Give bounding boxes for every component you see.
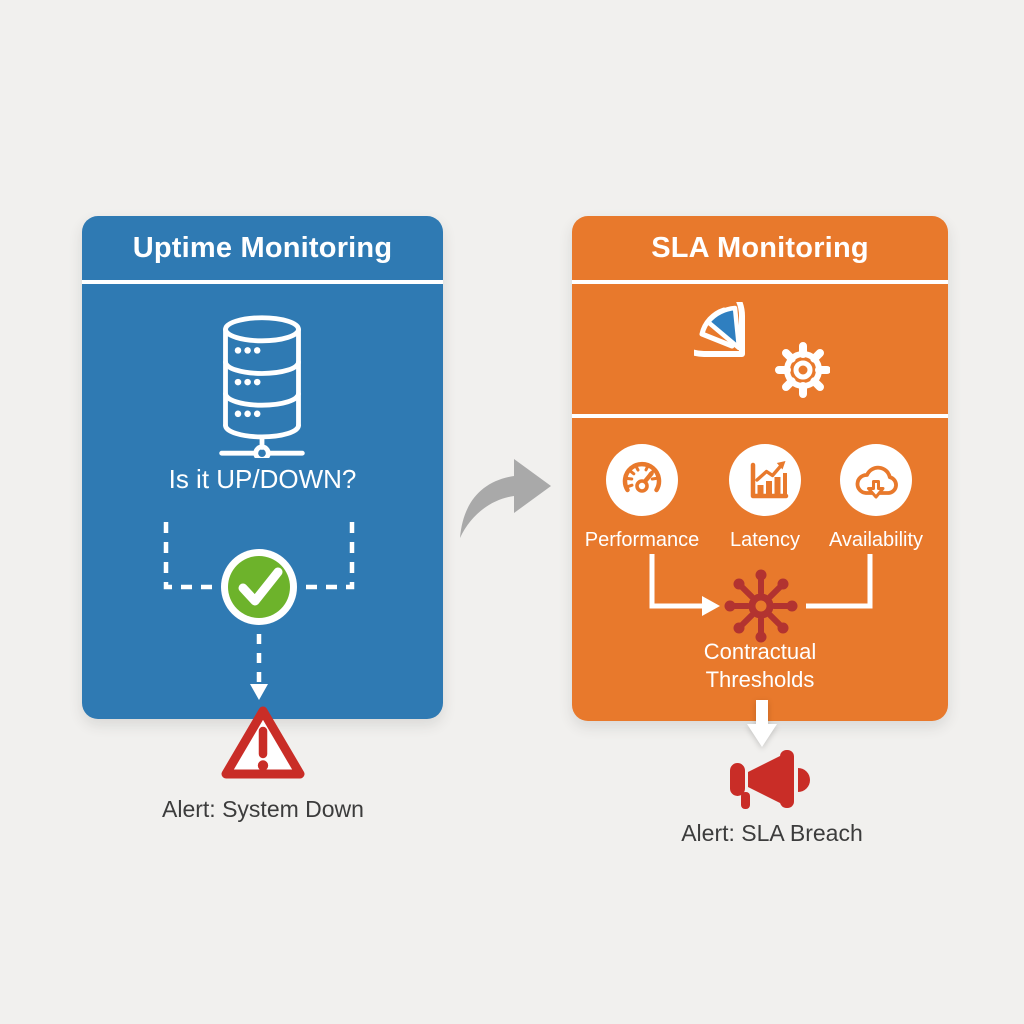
sla-panel: SLA Monitoring — [572, 216, 948, 721]
cloud-download-icon — [855, 465, 898, 499]
curved-arrow-icon — [460, 459, 551, 538]
check-circle-icon — [163, 522, 355, 700]
hub-icon — [724, 569, 798, 643]
uptime-panel-header: Uptime Monitoring — [82, 216, 443, 284]
sla-panel-title: SLA Monitoring — [651, 231, 869, 264]
availability-circle — [840, 444, 912, 516]
uptime-alert-label: Alert: System Down — [162, 796, 364, 822]
threshold-label: Contractual Thresholds — [703, 639, 817, 692]
performance-circle — [606, 444, 678, 516]
gear-icon — [775, 342, 830, 398]
uptime-question-text: Is it UP/DOWN? — [168, 464, 357, 494]
pie-chart-gear-icon — [694, 302, 830, 398]
speedometer-icon — [622, 461, 662, 493]
database-icon — [219, 315, 305, 458]
block-arrow-down-icon — [747, 700, 777, 747]
performance-label: Performance — [584, 529, 700, 551]
uptime-panel: Uptime Monitoring Is it UP/DOWN? — [82, 216, 443, 719]
availability-label: Availability — [828, 529, 924, 551]
sla-panel-header: SLA Monitoring — [572, 216, 948, 284]
dashed-arrow-icon — [250, 634, 268, 700]
megaphone-icon — [730, 750, 810, 809]
connector-lines — [649, 554, 873, 616]
latency-label: Latency — [729, 529, 801, 551]
sla-alert-label: Alert: SLA Breach — [681, 820, 863, 846]
bar-chart-icon — [750, 461, 789, 499]
section-divider — [572, 414, 948, 418]
uptime-panel-title: Uptime Monitoring — [132, 231, 393, 264]
latency-circle — [729, 444, 801, 516]
warning-triangle-icon — [221, 706, 305, 779]
